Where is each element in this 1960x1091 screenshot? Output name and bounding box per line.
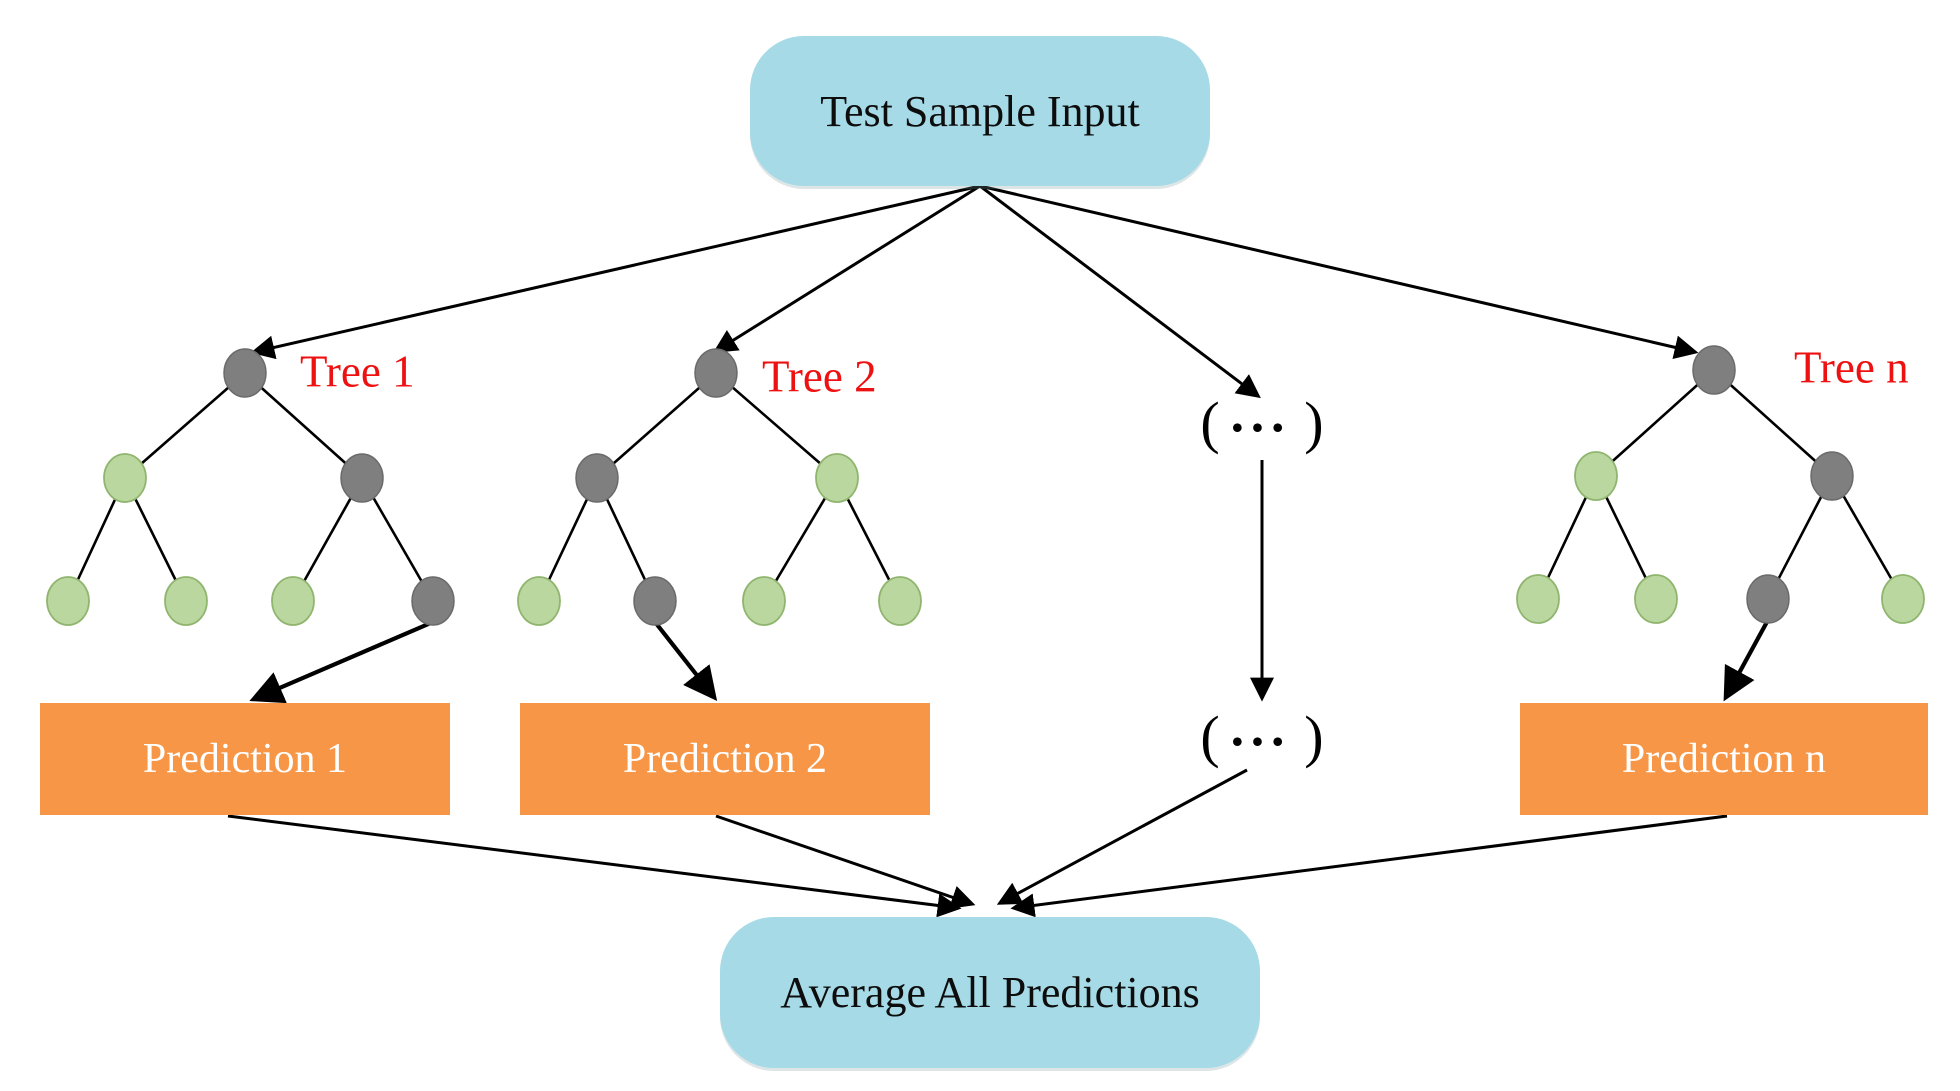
tree1-l3-node-2 [164, 576, 208, 626]
test-sample-input-label: Test Sample Input [820, 86, 1140, 136]
edge-tree1-root-right [244, 372, 363, 479]
ellipsis-open-paren: ( [1200, 703, 1220, 769]
tree2-l2-node-2 [815, 453, 859, 503]
edge-tree1-root-left [124, 372, 246, 479]
arrow-ellipsis-to-average [996, 768, 1248, 905]
arrow-input-to-tree2 [712, 184, 981, 353]
treen-l3-node-3 [1746, 574, 1790, 624]
treen-root-node [1692, 345, 1736, 395]
tree1-l2-node-2 [340, 453, 384, 503]
treen-l3-node-2 [1634, 574, 1678, 624]
ellipsis-open-paren: ( [1200, 389, 1220, 455]
ellipsis-bottom: ( ••• ) [1200, 703, 1324, 771]
edge-treen-root-left [1595, 369, 1715, 477]
prediction1-box: Prediction 1 [40, 703, 450, 815]
treen-l2-node-1 [1574, 451, 1618, 501]
treen-label: Tree n [1794, 342, 1909, 393]
ellipsis-dots-icon: ••• [1231, 723, 1293, 759]
arrow-tree2-to-prediction2 [653, 620, 718, 701]
tree2-l3-node-3 [742, 576, 786, 626]
tree1-label: Tree 1 [300, 346, 415, 397]
arrow-prediction2-to-average [715, 814, 976, 909]
arrow-prediction1-to-average [227, 814, 962, 918]
arrow-input-to-tree1 [250, 184, 981, 360]
tree2-root-node [694, 348, 738, 398]
tree2-label: Tree 2 [762, 351, 877, 402]
ellipsis-close-paren: ) [1304, 389, 1324, 455]
predictionn-box: Prediction n [1520, 703, 1928, 815]
tree2-l3-node-1 [517, 576, 561, 626]
edge-tree2-root-right [715, 372, 838, 479]
arrow-treen-to-predictionn [1723, 618, 1770, 702]
predictionn-label: Prediction n [1621, 736, 1827, 782]
tree2-l3-node-2 [633, 576, 677, 626]
treen-l3-node-4 [1881, 574, 1925, 624]
tree1-l3-node-1 [46, 576, 90, 626]
ellipsis-dots-icon: ••• [1231, 409, 1293, 445]
arrow-tree1-to-prediction1 [249, 620, 434, 704]
treen-l2-node-2 [1810, 451, 1854, 501]
tree1-root-node [223, 348, 267, 398]
treen-l3-node-1 [1516, 574, 1560, 624]
arrow-predictionn-to-average [1010, 814, 1728, 918]
tree2-l3-node-4 [878, 576, 922, 626]
edge-treen-root-right [1713, 369, 1833, 477]
ellipsis-top: ( ••• ) [1200, 389, 1324, 457]
prediction2-box: Prediction 2 [520, 703, 930, 815]
tree2-l2-node-1 [575, 453, 619, 503]
average-all-predictions-label: Average All Predictions [780, 968, 1200, 1017]
tree1-l3-node-4 [411, 576, 455, 626]
prediction1-label: Prediction 1 [142, 736, 348, 782]
test-sample-input-box: Test Sample Input [750, 36, 1210, 186]
tree1-l3-node-3 [271, 576, 315, 626]
average-all-predictions-box: Average All Predictions [720, 917, 1260, 1068]
tree1-l2-node-1 [103, 453, 147, 503]
prediction2-label: Prediction 2 [622, 736, 828, 782]
arrow-input-to-ellipsis [979, 184, 1261, 399]
edge-tree2-root-left [596, 372, 717, 479]
arrow-input-to-treen [979, 184, 1699, 360]
ellipsis-close-paren: ) [1304, 703, 1324, 769]
